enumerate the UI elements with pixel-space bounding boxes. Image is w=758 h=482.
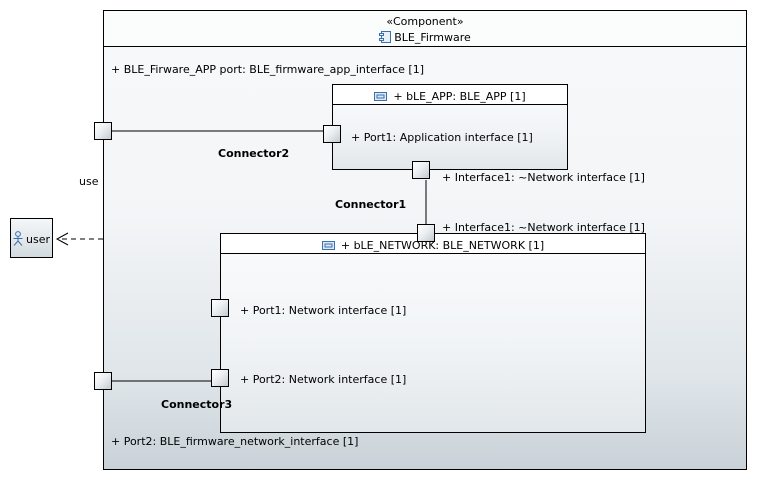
- actor-user-row: user: [12, 231, 50, 249]
- component-header: [104, 11, 746, 47]
- component-port-app[interactable]: [94, 122, 112, 140]
- part-ble-app[interactable]: [332, 84, 568, 170]
- component-name-row: BLE_Firmware: [104, 31, 746, 46]
- component-port2-label: + Port2: BLE_firmware_network_interface …: [111, 435, 359, 448]
- actor-name: user: [26, 233, 50, 246]
- network-port1-label: + Port1: Network interface [1]: [240, 304, 407, 317]
- part-ble-app-title: + bLE_APP: BLE_APP [1]: [393, 90, 526, 103]
- component-stereotype: «Component»: [386, 15, 464, 28]
- app-interface1[interactable]: [412, 161, 430, 179]
- connector3-label: Connector3: [161, 398, 233, 411]
- part-icon: [321, 240, 335, 253]
- part-ble-network-title: + bLE_NETWORK: BLE_NETWORK [1]: [340, 239, 545, 252]
- component-name: BLE_Firmware: [394, 31, 471, 44]
- app-port1[interactable]: [323, 125, 341, 143]
- part-ble-network-title-row: + bLE_NETWORK: BLE_NETWORK [1]: [220, 239, 646, 253]
- part-icon: [374, 91, 388, 104]
- app-interface1-label: + Interface1: ~Network interface [1]: [442, 171, 645, 184]
- network-port2-label: + Port2: Network interface [1]: [240, 373, 407, 386]
- actor-icon: [12, 231, 24, 249]
- part-ble-network[interactable]: [220, 233, 646, 433]
- connector2-label: Connector2: [218, 147, 290, 160]
- network-port1[interactable]: [211, 299, 229, 317]
- part-ble-app-header: [333, 85, 567, 105]
- app-port1-label: + Port1: Application interface [1]: [351, 131, 533, 144]
- network-interface1[interactable]: [417, 224, 435, 242]
- component-port-app-label: + BLE_Firware_APP port: BLE_firmware_app…: [111, 63, 424, 76]
- component-icon: [379, 31, 392, 46]
- component-port2[interactable]: [94, 372, 112, 390]
- network-interface1-label: + Interface1: ~Network interface [1]: [442, 221, 645, 234]
- dependency-arrowhead: [55, 232, 69, 246]
- network-port2[interactable]: [211, 369, 229, 387]
- part-ble-app-title-row: + bLE_APP: BLE_APP [1]: [332, 90, 568, 104]
- dependency-use-label: use: [79, 175, 99, 188]
- connector1-label: Connector1: [335, 198, 407, 211]
